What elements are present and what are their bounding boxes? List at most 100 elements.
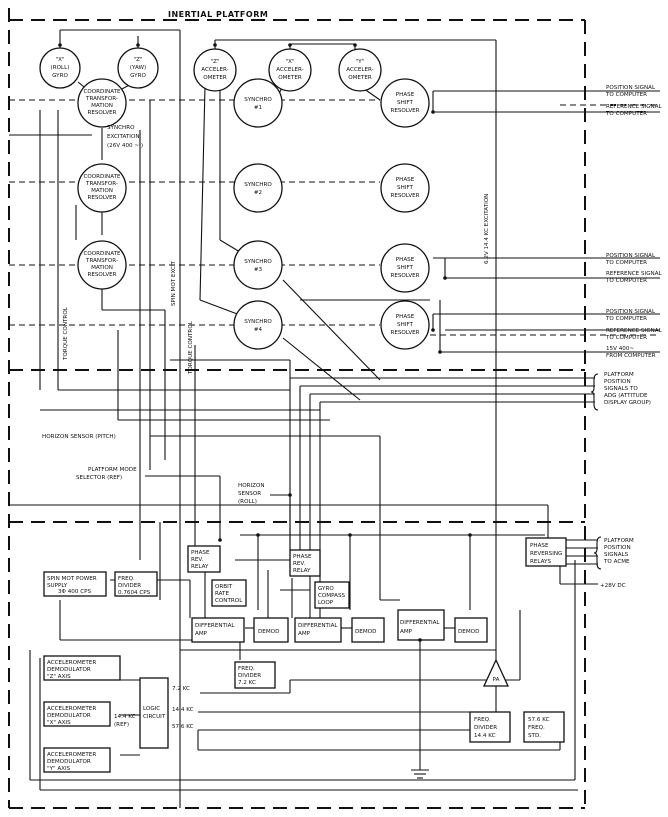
coord-resolver-1 [77, 78, 127, 128]
svg-text:"Y"ACCELER-OMETER: "Y"ACCELER-OMETER [346, 59, 373, 81]
gyro-compass-loop [314, 581, 350, 609]
freq-std-576 [523, 711, 565, 743]
phase-shift-resolver-4 [380, 300, 430, 350]
spin-mot-power-supply [43, 571, 107, 597]
svg-text:"Z"(YAW)GYRO: "Z"(YAW)GYRO [130, 57, 147, 79]
horizon-sensor-pitch: HORIZON SENSOR (PITCH) [42, 434, 116, 440]
circle-node-labels: "X"(ROLL)GYRO "Z"(YAW)GYRO "Z"ACCELER-OM… [51, 57, 420, 336]
circle-nodes [39, 47, 430, 350]
synchro-2 [233, 163, 283, 213]
torque-control-mid: TORQUE CONTROL [188, 320, 194, 375]
x-accelerometer [268, 48, 312, 92]
freq-divider-top [114, 571, 158, 597]
demod-2 [351, 617, 385, 643]
synchro-4 [233, 300, 283, 350]
spin-mot-excit: SPIN MOT EXCIT [171, 261, 177, 306]
logic-circuit [139, 677, 169, 749]
svg-text:DEMOD: DEMOD [355, 629, 376, 635]
orbit-rate-control [211, 579, 247, 607]
svg-text:14.4 KC: 14.4 KC [172, 707, 194, 713]
accel-demod-y [43, 747, 111, 773]
phase-shift-resolver-3 [380, 243, 430, 293]
differential-amp-1 [191, 617, 245, 643]
svg-text:14.4 KC(REF): 14.4 KC(REF) [114, 714, 136, 728]
block-boxes [43, 537, 567, 773]
coord-resolver-3 [77, 240, 127, 290]
z-accelerometer [193, 48, 237, 92]
wiring [9, 29, 660, 808]
svg-text:SYNCHRO#1: SYNCHRO#1 [244, 97, 272, 111]
accel-demod-x [43, 701, 111, 727]
svg-text:SYNCHRO#2: SYNCHRO#2 [244, 182, 272, 196]
yaw-gyro [117, 47, 159, 89]
freq-divider-144 [469, 711, 511, 743]
svg-text:7.2 KC: 7.2 KC [172, 686, 190, 692]
torque-control-left: TORQUE CONTROL [63, 306, 69, 361]
phase-rev-relay-2 [289, 549, 321, 577]
pa-label: PA [493, 677, 500, 683]
synchro-1 [233, 78, 283, 128]
svg-text:SYNCHRO#3: SYNCHRO#3 [244, 259, 272, 273]
svg-text:DEMOD: DEMOD [458, 629, 479, 635]
junction-dots [58, 43, 472, 642]
svg-text:"X"(ROLL)GYRO: "X"(ROLL)GYRO [51, 57, 70, 79]
coord-resolver-2 [77, 163, 127, 213]
y-accelerometer [338, 48, 382, 92]
svg-text:15V 400~FROM COMPUTER: 15V 400~FROM COMPUTER [606, 346, 656, 359]
svg-text:+28V DC: +28V DC [600, 583, 626, 589]
demod-1 [253, 617, 289, 643]
phase-rev-relay-1 [187, 545, 221, 573]
pa-amplifier [482, 658, 510, 687]
phase-shift-resolver-2 [380, 163, 430, 213]
svg-text:SYNCHRO#4: SYNCHRO#4 [244, 319, 272, 333]
demod-3 [454, 617, 488, 643]
diagram-title: INERTIAL PLATFORM [168, 10, 268, 19]
freq-divider-72 [234, 661, 276, 689]
accel-demod-z [43, 655, 121, 681]
excitation-label: 6.2V 14.4 KC EXCITATION [484, 194, 490, 264]
roll-gyro [39, 47, 81, 89]
svg-text:57.6 KC: 57.6 KC [172, 724, 194, 730]
synchro-3 [233, 240, 283, 290]
svg-text:"Z"ACCELER-OMETER: "Z"ACCELER-OMETER [201, 59, 228, 81]
phase-reversing-relays [525, 537, 567, 567]
differential-amp-2 [294, 617, 342, 643]
